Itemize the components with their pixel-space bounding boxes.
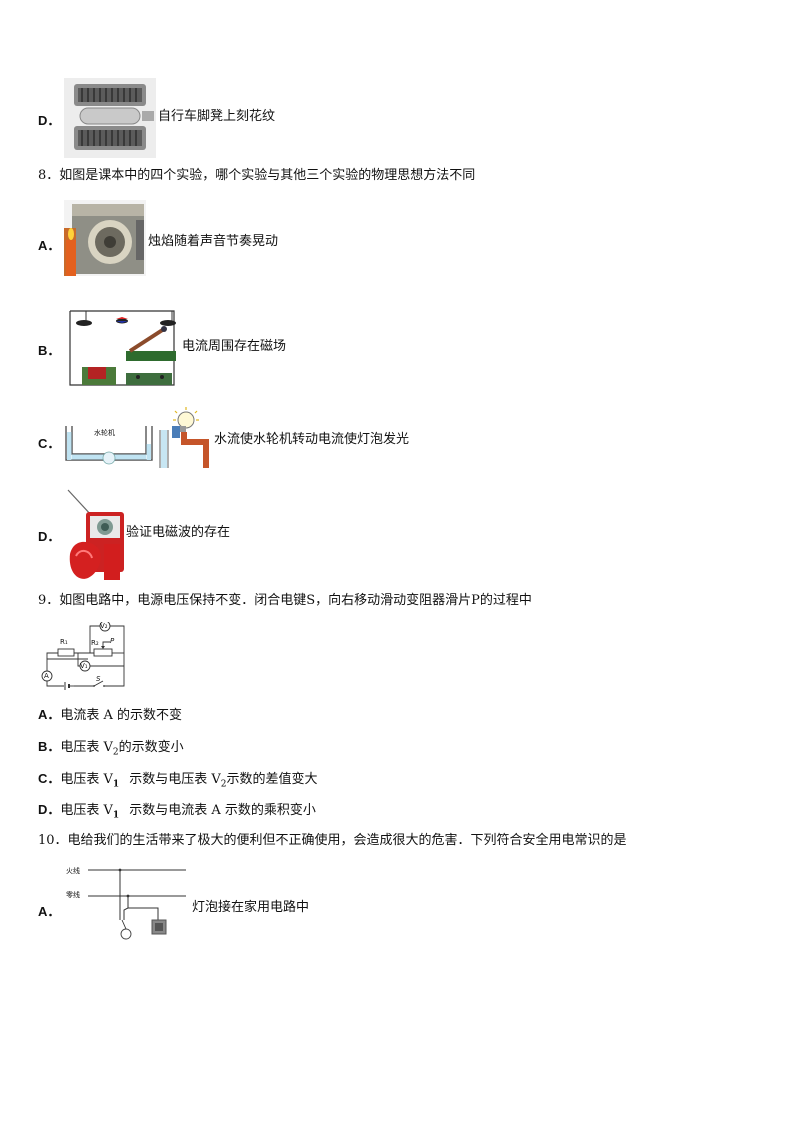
q8-option-c-text: 水流使水轮机转动电流使灯泡发光 [214, 432, 410, 447]
turbine-label: 水轮机 [94, 429, 115, 437]
q8-option-a-label: A． [38, 238, 61, 253]
q10-option-a-text: 灯泡接在家用电路中 [192, 900, 310, 915]
label-a: A [44, 672, 49, 680]
q9-option-c-sub: 1 [112, 779, 120, 790]
label-s: S [96, 675, 101, 683]
q9-option-c-pre: 电压表 V [60, 772, 113, 787]
q9-option-c-mid: 示数与电压表 V [129, 772, 221, 787]
bulb-water-pipe-image [156, 406, 212, 470]
current-magnetic-field-image [64, 305, 180, 389]
label-r2: R₂ [91, 639, 99, 647]
q9-option-d: D．电压表 V1 示数与电流表 A 示数的乘积变小 [38, 802, 316, 824]
neutral-wire-label: 零线 [66, 891, 80, 899]
q9-option-b: B．电压表 V2的示数变小 [38, 739, 184, 761]
q9-stem: 9．如图电路中，电源电压保持不变．闭合电键S，向右移动滑动变阻器滑片P的过程中 [38, 593, 532, 608]
pedal-image [64, 78, 156, 158]
label-p: P [110, 637, 115, 645]
q9-option-b-sub: 2 [112, 747, 119, 758]
label-v2: V₂ [100, 622, 108, 630]
q9-option-c: C．电压表 V1 示数与电压表 V2示数的差值变大 [38, 771, 317, 793]
q9-option-c-label: C． [38, 771, 61, 786]
q9-option-c-sub2: 2 [220, 779, 227, 790]
q9-option-b-label: B． [38, 739, 61, 754]
q9-circuit-diagram: R₁ R₂ P V₂ V₁ A S [38, 622, 128, 690]
radio-image [64, 488, 126, 584]
q9-option-d-label: D． [38, 802, 61, 817]
q9-option-d-post: 示数与电流表 A 示数的乘积变小 [129, 803, 316, 818]
q8-option-d-label: D． [38, 529, 61, 544]
label-r1: R₁ [60, 638, 68, 646]
speaker-candle-image [64, 200, 146, 276]
q7-option-d-text: 自行车脚凳上刻花纹 [158, 109, 276, 124]
live-wire-label: 火线 [66, 867, 80, 875]
q9-option-a-text: 电流表 A 的示数不变 [60, 708, 183, 723]
q9-option-a: A．电流表 A 的示数不变 [38, 707, 182, 724]
q8-option-b-label: B． [38, 343, 61, 358]
q9-option-d-sub: 1 [112, 810, 120, 821]
q9-option-b-post: 的示数变小 [118, 740, 184, 755]
q8-option-c-label: C． [38, 436, 61, 451]
q9-option-d-pre: 电压表 V [60, 803, 113, 818]
q9-option-b-pre: 电压表 V [60, 740, 113, 755]
q8-stem: 8．如图是课本中的四个实验，哪个实验与其他三个实验的物理思想方法不同 [38, 168, 476, 183]
q8-option-a-text: 烛焰随着声音节奏晃动 [148, 234, 279, 249]
q8-option-b-text: 电流周围存在磁场 [182, 339, 287, 354]
water-turbine-image [62, 418, 156, 470]
q8-option-d-text: 验证电磁波的存在 [126, 525, 231, 540]
label-v1: V₁ [80, 662, 88, 670]
q10-stem: 10．电给我们的生活带来了极大的便利但不正确使用，会造成很大的危害．下列符合安全… [38, 833, 627, 848]
q9-option-a-label: A． [38, 707, 61, 722]
q7-option-d-label: D． [38, 113, 61, 128]
household-circuit-diagram: 火线 零线 [64, 862, 188, 944]
q9-option-c-post: 示数的差值变大 [226, 772, 318, 787]
q10-option-a-label: A． [38, 904, 61, 919]
